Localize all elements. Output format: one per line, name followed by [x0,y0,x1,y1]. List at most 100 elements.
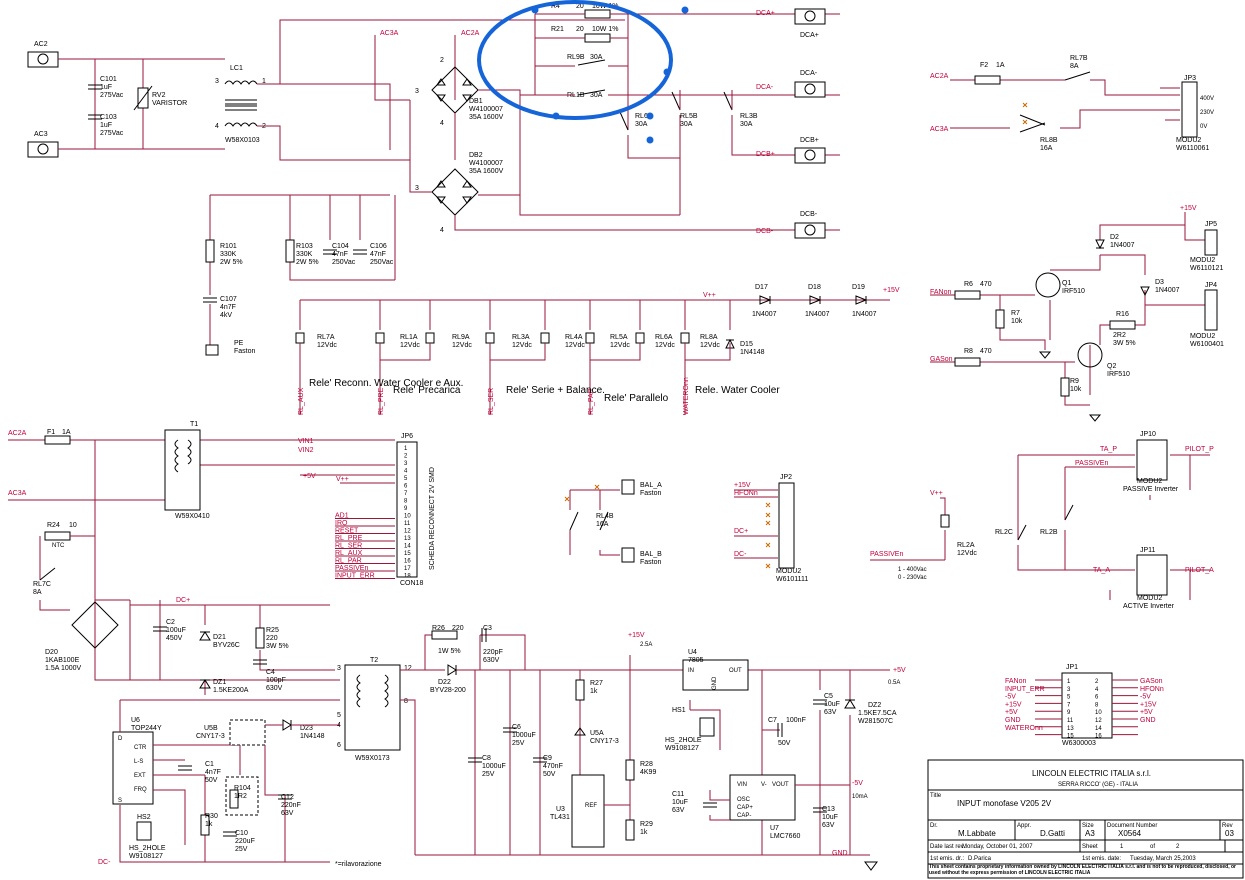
c106-capacitor: C106 47nF 250Vac [353,243,394,266]
svg-text:A3: A3 [1085,829,1095,838]
svg-text:2.5A: 2.5A [640,642,652,648]
svg-text:VIN2: VIN2 [298,447,314,454]
jp6-pin-net-label: AD1 [335,513,349,520]
r103-resistor: R103 330K 2W 5% [285,239,319,266]
svg-text:HS1: HS1 [672,707,686,714]
svg-text:D20: D20 [45,649,58,656]
svg-text:AC2: AC2 [34,41,48,48]
svg-text:12Vdc: 12Vdc [317,342,337,349]
svg-text:OSC: OSC [737,797,751,803]
c101-capacitor: C101 1uF 275Vac [88,76,124,99]
mains-input-section: AC2 AC3 C101 1uF 275Vac C103 1uF 275Vac … [27,0,840,356]
svg-text:1st emis. date:: 1st emis. date: [1082,856,1121,862]
svg-text:TOP244Y: TOP244Y [131,725,162,732]
svg-text:16A: 16A [1040,145,1053,152]
svg-text:W9108127: W9108127 [665,745,699,752]
svg-text:SERRA RICCO' (GE) - ITALIA: SERRA RICCO' (GE) - ITALIA [1058,782,1138,788]
svg-text:FANon: FANon [930,289,952,296]
svg-text:4: 4 [440,227,444,234]
svg-text:3: 3 [415,88,419,95]
svg-text:1.5A 1000V: 1.5A 1000V [45,665,82,672]
svg-text:1uF: 1uF [100,84,112,91]
svg-text:TA_A: TA_A [1093,567,1110,574]
dca-minus-connector: DCA- [794,70,826,98]
svg-text:10k: 10k [1070,386,1082,393]
svg-text:1.5KE7.5CA: 1.5KE7.5CA [858,710,897,717]
svg-text:10mA: 10mA [852,794,868,800]
jp6-pin-list: 12345678910AD111IRQ12RESET13RL_PRE14RL_S… [335,446,411,580]
svg-text:12Vdc: 12Vdc [565,342,585,349]
svg-text:F1: F1 [47,429,55,436]
svg-text:63V: 63V [672,807,685,814]
svg-text:D17: D17 [755,284,768,291]
rl2b-relay-contact: RL2B [1040,504,1074,536]
svg-text:DCA+: DCA+ [756,10,775,17]
svg-text:W4100007: W4100007 [469,160,503,167]
svg-text:10k: 10k [1011,318,1023,325]
jp6-pin-number: 6 [404,484,408,490]
svg-text:C106: C106 [370,243,387,250]
annotation-circle [477,0,673,120]
title-block: LINCOLN ELECTRIC ITALIA s.r.l. SERRA RIC… [927,759,1244,879]
svg-text:MODU2: MODU2 [1190,333,1215,340]
svg-text:C13: C13 [822,806,835,813]
svg-text:1st emis. dr.:: 1st emis. dr.: [930,856,964,862]
svg-text:RL5B: RL5B [680,113,698,120]
jp6-pin-number: 3 [404,461,408,467]
svg-text:MODU2: MODU2 [1190,257,1215,264]
rl1b-relay-contact: RL1B 30A [567,89,606,99]
svg-text:RL7B: RL7B [1070,55,1088,62]
jp1-pin-number: 14 [1095,726,1102,732]
svg-text:VARISTOR: VARISTOR [152,100,187,107]
svg-text:100uF: 100uF [166,627,186,634]
svg-text:R29: R29 [640,821,653,828]
svg-text:MODU2: MODU2 [1176,137,1201,144]
svg-text:IRF510: IRF510 [1107,371,1130,378]
svg-text:6: 6 [337,742,341,749]
dcb-plus-connector: DCB+ [794,137,826,164]
c104-capacitor: C104 47nF 250Vac [323,243,356,266]
svg-text:W6100401: W6100401 [1190,341,1224,348]
svg-text:R8: R8 [964,348,973,355]
svg-text:4: 4 [440,120,444,127]
svg-text:BYV26C: BYV26C [213,642,240,649]
svg-text:R101: R101 [220,243,237,250]
jp1-pin-number: 4 [1095,687,1099,693]
svg-text:1A: 1A [996,62,1005,69]
svg-text:20: 20 [576,26,584,33]
svg-text:GASon: GASon [930,356,953,363]
svg-text:220uF: 220uF [235,838,255,845]
svg-text:R30: R30 [205,813,218,820]
svg-text:R24: R24 [47,522,60,529]
svg-text:35A 1600V: 35A 1600V [469,114,504,121]
jp1-pin-number: 8 [1095,702,1099,708]
svg-text:RL6A: RL6A [655,334,673,341]
svg-text:470nF: 470nF [543,763,563,770]
svg-text:DC-: DC- [734,551,747,558]
jp6-pin-number: 8 [404,499,408,505]
svg-text:W9108127: W9108127 [129,853,163,860]
svg-text:RL8B: RL8B [1040,137,1058,144]
svg-text:W59X0173: W59X0173 [355,755,390,762]
company-name: LINCOLN ELECTRIC ITALIA s.r.l. [1032,769,1151,778]
jp1-left-net-label: +15V [1005,701,1022,708]
svg-text:8A: 8A [1070,63,1079,70]
svg-text:L-S: L-S [134,759,143,765]
svg-text:GND: GND [712,676,718,690]
svg-text:30A: 30A [740,121,753,128]
